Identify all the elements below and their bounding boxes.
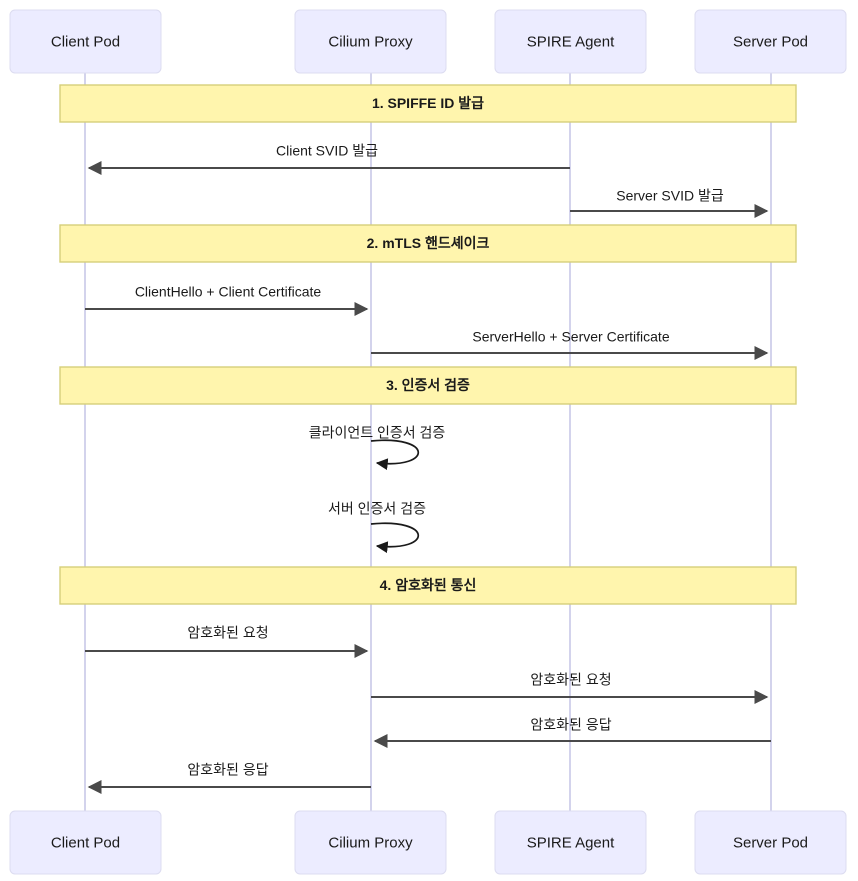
actor-bottom-proxy[interactable]: Cilium Proxy	[294, 810, 447, 875]
message-label: Client SVID 발급	[276, 143, 378, 159]
message-label: Server SVID 발급	[616, 188, 724, 204]
self-loop-arrow	[370, 439, 420, 471]
actor-box[interactable]	[494, 810, 647, 875]
message-msg-5: 클라이언트 인증서 검증	[309, 425, 446, 471]
actor-label: SPIRE Agent	[527, 33, 615, 50]
section-note-note-3: 3. 인증서 검증	[59, 366, 797, 405]
actor-bottom-server[interactable]: Server Pod	[694, 810, 847, 875]
actor-label: SPIRE Agent	[527, 834, 615, 851]
lifelines-layer	[84, 73, 772, 811]
actor-bottom-spire[interactable]: SPIRE Agent	[494, 810, 647, 875]
actor-label: Server Pod	[733, 33, 808, 50]
note-background	[59, 84, 797, 123]
message-label: 암호화된 응답	[187, 762, 268, 778]
actor-box[interactable]	[9, 810, 162, 875]
message-label: ServerHello + Server Certificate	[472, 329, 669, 345]
actor-box[interactable]	[694, 9, 847, 74]
section-note-note-1: 1. SPIFFE ID 발급	[59, 84, 797, 123]
actor-top-proxy[interactable]: Cilium Proxy	[294, 9, 447, 74]
actor-box[interactable]	[9, 9, 162, 74]
messages-layer: Client SVID 발급 Server SVID 발급 ClientHello …	[85, 143, 771, 794]
note-label: 3. 인증서 검증	[386, 377, 470, 393]
message-label: 암호화된 요청	[530, 672, 611, 688]
section-note-note-2: 2. mTLS 핸드셰이크	[59, 224, 797, 263]
section-note-note-4: 4. 암호화된 통신	[59, 566, 797, 605]
actor-top-client[interactable]: Client Pod	[9, 9, 162, 74]
message-label: 암호화된 응답	[530, 717, 611, 733]
actor-label: Client Pod	[51, 834, 120, 851]
message-msg-3: ClientHello + Client Certificate	[85, 284, 369, 316]
actor-label: Server Pod	[733, 834, 808, 851]
message-label: ClientHello + Client Certificate	[135, 284, 322, 300]
self-loop-arrow	[370, 522, 420, 554]
message-label: 서버 인증서 검증	[328, 501, 426, 517]
actor-box[interactable]	[694, 810, 847, 875]
message-msg-8: 암호화된 요청	[371, 672, 769, 704]
actor-label: Client Pod	[51, 33, 120, 50]
actor-box[interactable]	[294, 9, 447, 74]
note-background	[59, 566, 797, 605]
message-label: 클라이언트 인증서 검증	[309, 425, 446, 441]
notes-layer: 1. SPIFFE ID 발급 2. mTLS 핸드셰이크 3. 인증서 검증 4. …	[59, 84, 797, 605]
actor-box[interactable]	[294, 810, 447, 875]
actor-box[interactable]	[494, 9, 647, 74]
message-msg-4: ServerHello + Server Certificate	[371, 329, 769, 360]
note-label: 2. mTLS 핸드셰이크	[367, 235, 490, 251]
actor-top-server[interactable]: Server Pod	[694, 9, 847, 74]
message-label: 암호화된 요청	[187, 625, 268, 641]
note-label: 1. SPIFFE ID 발급	[372, 95, 484, 111]
message-msg-1: Client SVID 발급	[87, 143, 570, 175]
actor-label: Cilium Proxy	[328, 33, 413, 50]
message-msg-10: 암호화된 응답	[87, 762, 371, 794]
actor-label: Cilium Proxy	[328, 834, 413, 851]
message-msg-7: 암호화된 요청	[85, 625, 369, 658]
message-msg-9: 암호화된 응답	[373, 717, 771, 748]
actor-bottom-client[interactable]: Client Pod	[9, 810, 162, 875]
actor-top-spire[interactable]: SPIRE Agent	[494, 9, 647, 74]
note-background	[59, 224, 797, 263]
note-background	[59, 366, 797, 405]
message-msg-2: Server SVID 발급	[570, 188, 769, 218]
message-msg-6: 서버 인증서 검증	[328, 501, 426, 554]
note-label: 4. 암호화된 통신	[380, 577, 477, 593]
